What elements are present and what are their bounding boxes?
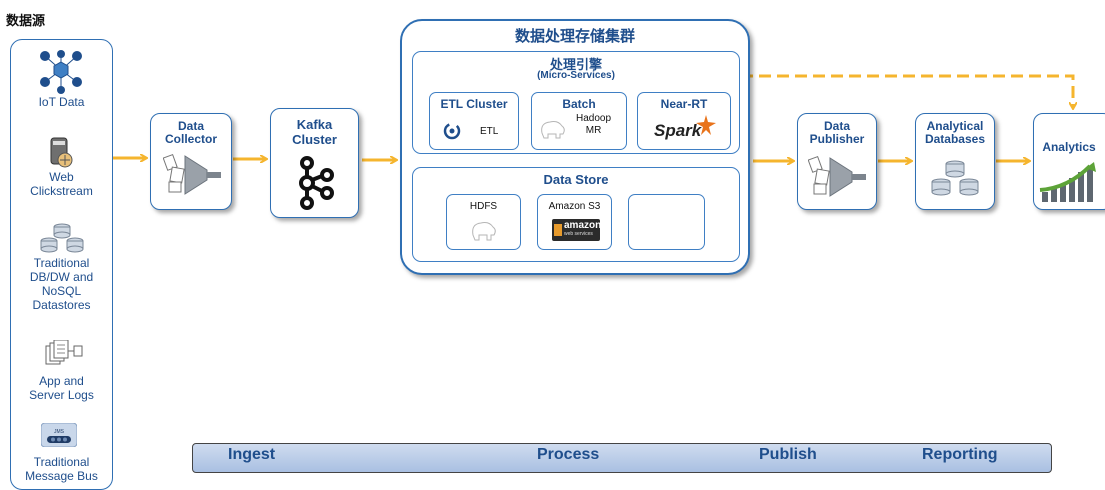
funnel-publisher-icon xyxy=(807,154,868,200)
cluster-title: 数据处理存储集群 xyxy=(514,28,635,45)
hadoop-elephant-icon xyxy=(538,117,568,146)
analytics-label: Analytics xyxy=(1042,140,1096,154)
source-label-db: Traditional DB/DW and NoSQL Datastores xyxy=(29,256,94,312)
processing-cluster: 数据处理存储集群 处理引擎 (Micro-Services) ETL Clust… xyxy=(400,19,750,275)
analytics-box[interactable]: Analytics xyxy=(1033,113,1105,210)
etl-swirl-icon xyxy=(442,121,462,146)
amazon-s3-box[interactable]: Amazon S3 amazon web services xyxy=(537,194,612,250)
stage-process: Process xyxy=(537,446,600,463)
amazon-s3-title: Amazon S3 xyxy=(548,201,601,212)
near-rt-box[interactable]: Near-RT Spark xyxy=(637,92,731,150)
kafka-logo-icon xyxy=(293,155,337,211)
hdfs-elephant-icon xyxy=(469,217,499,248)
etl-cluster-title: ETL Cluster xyxy=(440,97,508,111)
jms-badge-text: JMS xyxy=(54,429,65,435)
engine-title: 处理引擎 xyxy=(549,57,602,72)
etl-text: ETL xyxy=(480,126,499,137)
aws-logo-subtext: web services xyxy=(564,231,593,237)
source-label-jms: Traditional Message Bus xyxy=(25,455,98,483)
stage-ingest: Ingest xyxy=(228,446,276,463)
iot-network-icon xyxy=(35,48,87,96)
etl-cluster-box[interactable]: ETL Cluster ETL xyxy=(429,92,519,150)
log-files-icon xyxy=(44,339,84,368)
hdfs-box[interactable]: HDFS xyxy=(446,194,521,250)
spark-logo-text: Spark xyxy=(654,121,702,140)
data-publisher-label: Data Publisher xyxy=(809,119,865,146)
engine-panel: 处理引擎 (Micro-Services) ETL Cluster ETL Ba… xyxy=(412,51,740,154)
aws-logo-icon: amazon web services xyxy=(552,219,602,241)
database-cluster-icon xyxy=(39,221,85,257)
batch-box[interactable]: Batch Hadoop MR xyxy=(531,92,627,150)
kafka-cluster-box[interactable]: Kafka Cluster xyxy=(270,108,359,218)
source-label-iot: IoT Data xyxy=(38,95,85,109)
data-sources-title: 数据源 xyxy=(6,13,46,28)
engine-subtitle: (Micro-Services) xyxy=(537,70,615,81)
batch-title: Batch xyxy=(562,97,596,111)
spark-logo-icon: Spark xyxy=(654,115,720,145)
aws-logo-text: amazon xyxy=(564,220,602,231)
batch-text: Hadoop MR xyxy=(576,113,612,136)
web-server-icon xyxy=(43,136,77,168)
stage-publish: Publish xyxy=(759,446,817,463)
kafka-cluster-label: Kafka Cluster xyxy=(292,117,337,147)
data-publisher-box[interactable]: Data Publisher xyxy=(797,113,877,210)
analytical-db-label: Analytical Databases xyxy=(924,119,986,146)
data-collector-label: Data Collector xyxy=(164,119,217,146)
source-label-logs: App and Server Logs xyxy=(29,374,94,402)
analytical-db-box[interactable]: Analytical Databases xyxy=(915,113,995,210)
source-label-web: Web Clickstream xyxy=(30,170,93,198)
stage-bar xyxy=(192,443,1052,473)
data-store-panel: Data Store HDFS Amazon S3 amazon web ser… xyxy=(412,167,740,262)
hdfs-title: HDFS xyxy=(469,201,498,212)
growth-chart-icon xyxy=(1038,160,1104,204)
empty-store-box xyxy=(628,194,705,250)
stage-reporting: Reporting xyxy=(922,446,998,463)
data-collector-box[interactable]: Data Collector xyxy=(150,113,232,210)
data-store-title: Data Store xyxy=(543,172,609,187)
arrow-realtime-to-analytics xyxy=(741,74,1073,108)
analytical-db-icon xyxy=(930,158,980,202)
jms-bus-icon: JMS xyxy=(40,422,78,448)
funnel-collector-icon xyxy=(162,152,223,198)
data-sources-panel: IoT Data Web Clickstream Traditional DB/… xyxy=(10,39,113,490)
near-rt-title: Near-RT xyxy=(660,97,708,111)
